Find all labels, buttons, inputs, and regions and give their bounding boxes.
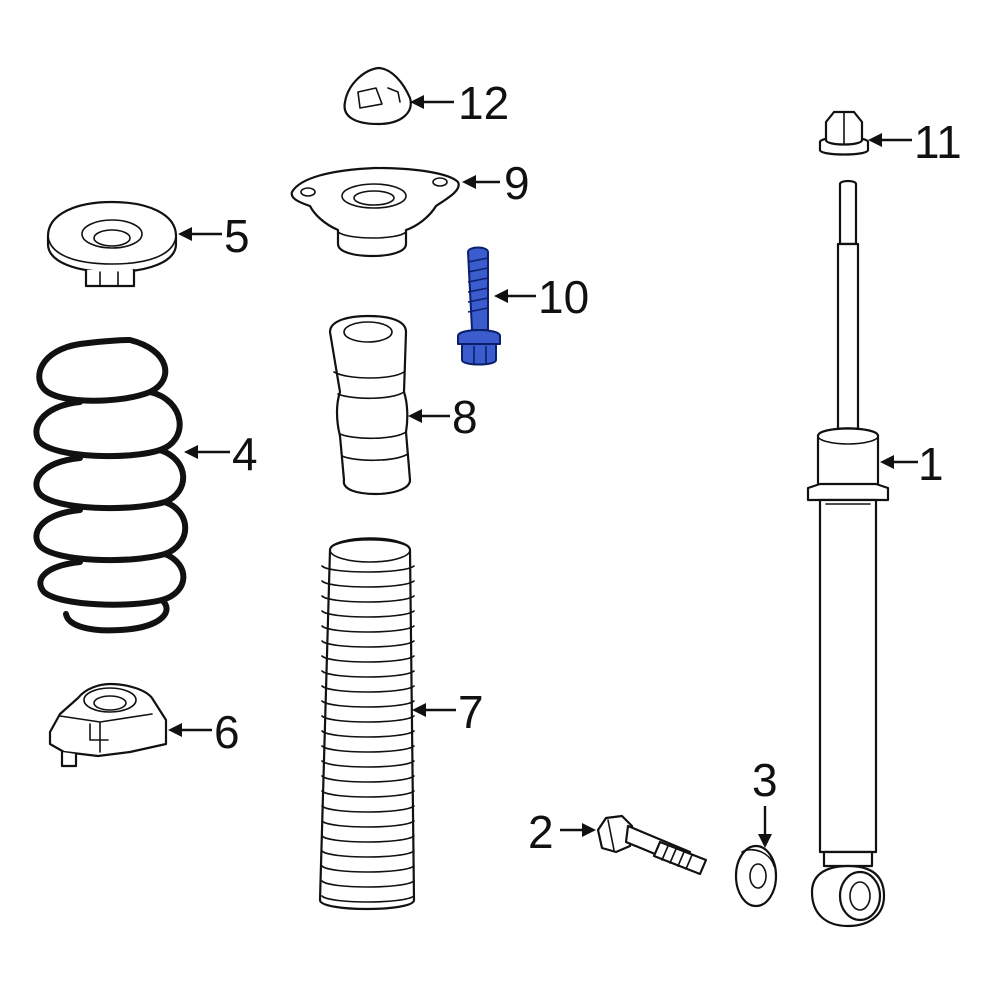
svg-text:8: 8 <box>452 391 478 443</box>
part-5-upper-spring-seat[interactable] <box>46 200 178 288</box>
svg-text:10: 10 <box>538 271 589 323</box>
part-9-upper-mount[interactable] <box>290 166 460 258</box>
callout-6: 6 <box>168 706 240 758</box>
svg-text:2: 2 <box>528 806 554 858</box>
svg-text:3: 3 <box>752 754 778 806</box>
part-1-shock-absorber[interactable] <box>806 179 890 928</box>
callout-2: 2 <box>528 806 596 858</box>
callout-1: 1 <box>880 438 944 490</box>
callout-4: 4 <box>184 428 258 480</box>
svg-text:1: 1 <box>918 438 944 490</box>
svg-text:7: 7 <box>458 686 484 738</box>
svg-text:12: 12 <box>458 77 509 129</box>
callout-10: 10 <box>494 271 589 323</box>
svg-text:5: 5 <box>224 210 250 262</box>
svg-text:9: 9 <box>504 157 530 209</box>
boot-bellows-ribs <box>321 565 415 903</box>
part-12-dust-cap[interactable] <box>343 66 412 126</box>
callout-7: 7 <box>412 686 484 738</box>
callout-5: 5 <box>178 210 250 262</box>
part-6-lower-spring-seat[interactable] <box>48 682 168 768</box>
callout-9: 9 <box>462 157 530 209</box>
svg-text:4: 4 <box>232 428 258 480</box>
part-11-nut[interactable] <box>818 110 870 156</box>
part-2-bolt[interactable] <box>596 814 708 876</box>
part-8-bump-stop[interactable] <box>328 314 412 496</box>
part-7-dust-boot[interactable] <box>318 537 416 911</box>
part-4-coil-spring[interactable] <box>33 337 189 634</box>
part-3-washer[interactable] <box>734 844 778 908</box>
callout-11: 11 <box>868 116 962 168</box>
svg-text:6: 6 <box>214 706 240 758</box>
callout-8: 8 <box>408 391 478 443</box>
callout-12: 12 <box>410 77 509 129</box>
svg-text:11: 11 <box>914 116 962 168</box>
callout-3: 3 <box>752 754 778 848</box>
part-10-bolt[interactable] <box>457 246 501 366</box>
